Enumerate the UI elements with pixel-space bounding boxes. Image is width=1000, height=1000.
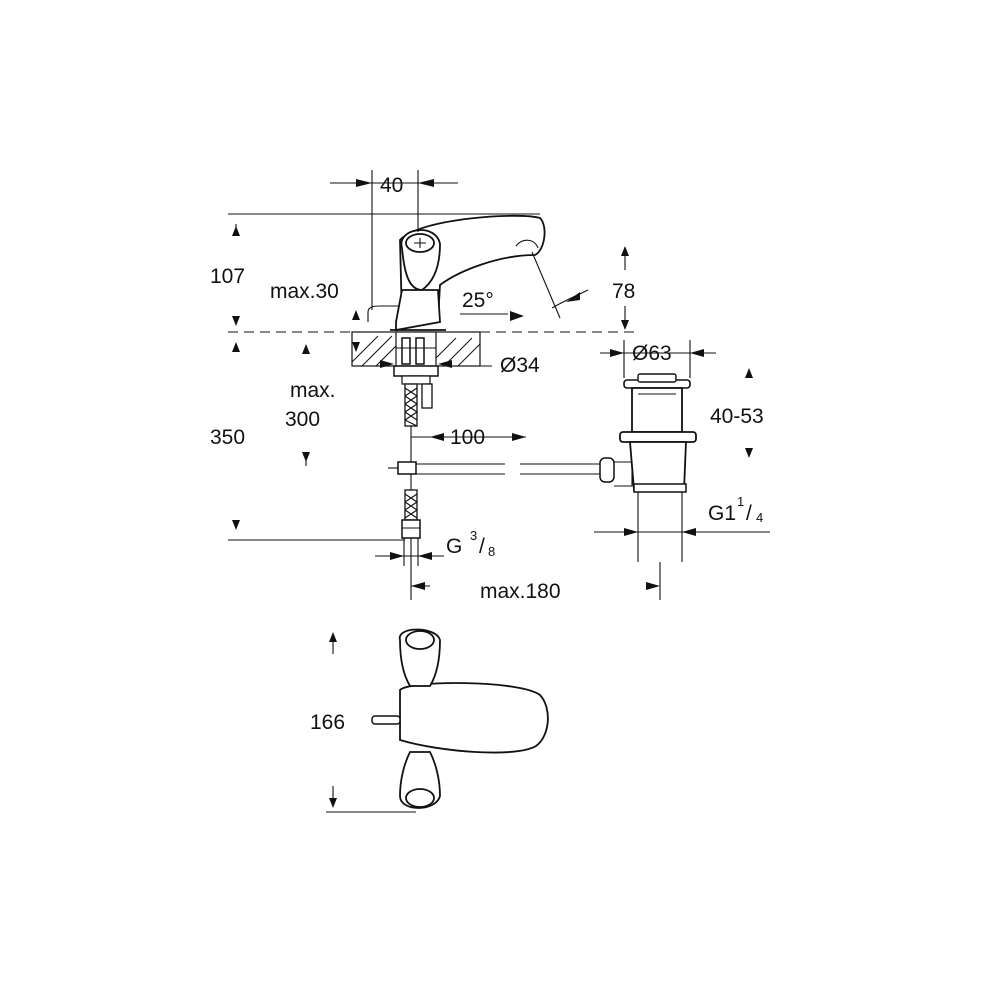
svg-text:/: / — [479, 535, 485, 558]
label-dia63: Ø63 — [632, 342, 672, 365]
label-g114: G1 1 / 4 — [708, 494, 763, 525]
svg-text:8: 8 — [488, 544, 495, 559]
label-40-53: 40-53 — [710, 405, 764, 428]
svg-text:3: 3 — [470, 528, 477, 543]
label-78: 78 — [612, 280, 635, 303]
label-max30: max.30 — [270, 280, 339, 303]
svg-text:/: / — [746, 502, 752, 525]
label-g38: G 3 / 8 — [446, 528, 495, 559]
label-350: 350 — [210, 426, 245, 449]
dimension-labels: 40 107 max.30 25° 78 Ø34 max. 300 350 10… — [210, 174, 764, 734]
tap-side-view — [367, 214, 546, 332]
label-100: 100 — [450, 426, 485, 449]
label-angle-25: 25° — [462, 289, 494, 312]
svg-text:4: 4 — [756, 510, 763, 525]
label-40: 40 — [380, 174, 403, 197]
label-300: 300 — [285, 408, 320, 431]
popup-rod — [416, 457, 633, 487]
waste-fitting — [619, 373, 697, 562]
label-max: max. — [290, 379, 336, 402]
svg-text:1: 1 — [737, 494, 744, 509]
countertop-section — [351, 331, 481, 385]
label-166: 166 — [310, 711, 345, 734]
flexible-hose — [388, 383, 433, 562]
svg-text:G1: G1 — [708, 502, 736, 525]
dimension-lines — [228, 170, 770, 813]
svg-text:G: G — [446, 535, 462, 558]
tap-top-view — [371, 628, 549, 809]
label-max180: max.180 — [480, 580, 561, 603]
label-dia34: Ø34 — [500, 354, 540, 377]
label-107: 107 — [210, 265, 245, 288]
